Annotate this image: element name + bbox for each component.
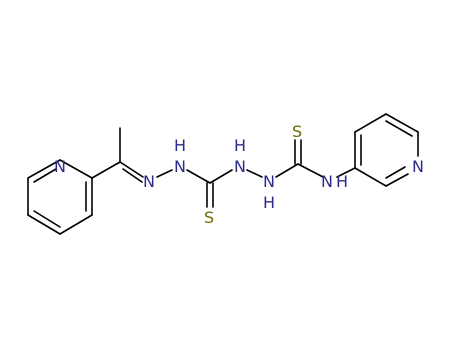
bond <box>275 163 299 178</box>
bond <box>336 167 356 178</box>
hydrazine2-h-label: H <box>263 193 275 212</box>
hydrazine1-nitrogen-label: N <box>234 157 246 176</box>
bond <box>91 161 121 179</box>
bond <box>186 169 211 184</box>
bond <box>33 168 57 183</box>
bond <box>27 214 61 235</box>
bond <box>27 159 61 179</box>
imine-double-bond <box>122 168 143 183</box>
bond <box>246 169 263 178</box>
imine-double-bond <box>119 161 144 178</box>
left-pyridine-ring <box>27 159 93 235</box>
amide-nitrogen-label: N <box>321 172 333 191</box>
sulfur-right-label: S <box>292 122 302 141</box>
hydrazone-h-label: H <box>174 136 186 155</box>
hydrazine2-nitrogen-label: N <box>263 172 275 191</box>
hydrazone-nitrogen-label: N <box>174 157 186 176</box>
bond <box>385 113 419 133</box>
right-pyridine-ring <box>354 113 419 187</box>
amide-h-label: H <box>336 172 348 191</box>
bond <box>209 169 233 184</box>
bond <box>385 173 409 187</box>
bond <box>59 214 93 235</box>
bond <box>354 113 387 133</box>
bond <box>33 210 61 228</box>
bond <box>354 167 387 187</box>
imine-nitrogen-label: N <box>143 172 155 191</box>
bond <box>385 166 406 179</box>
hydrazine1-h-label: H <box>234 136 246 155</box>
bond <box>297 163 324 178</box>
bond <box>385 120 413 137</box>
right-pyridine-nitrogen-label: N <box>412 157 424 176</box>
bond <box>156 169 173 178</box>
bond <box>59 159 93 179</box>
sulfur-left-label: S <box>204 208 214 227</box>
pyridine-nitrogen-label: N <box>54 157 66 176</box>
